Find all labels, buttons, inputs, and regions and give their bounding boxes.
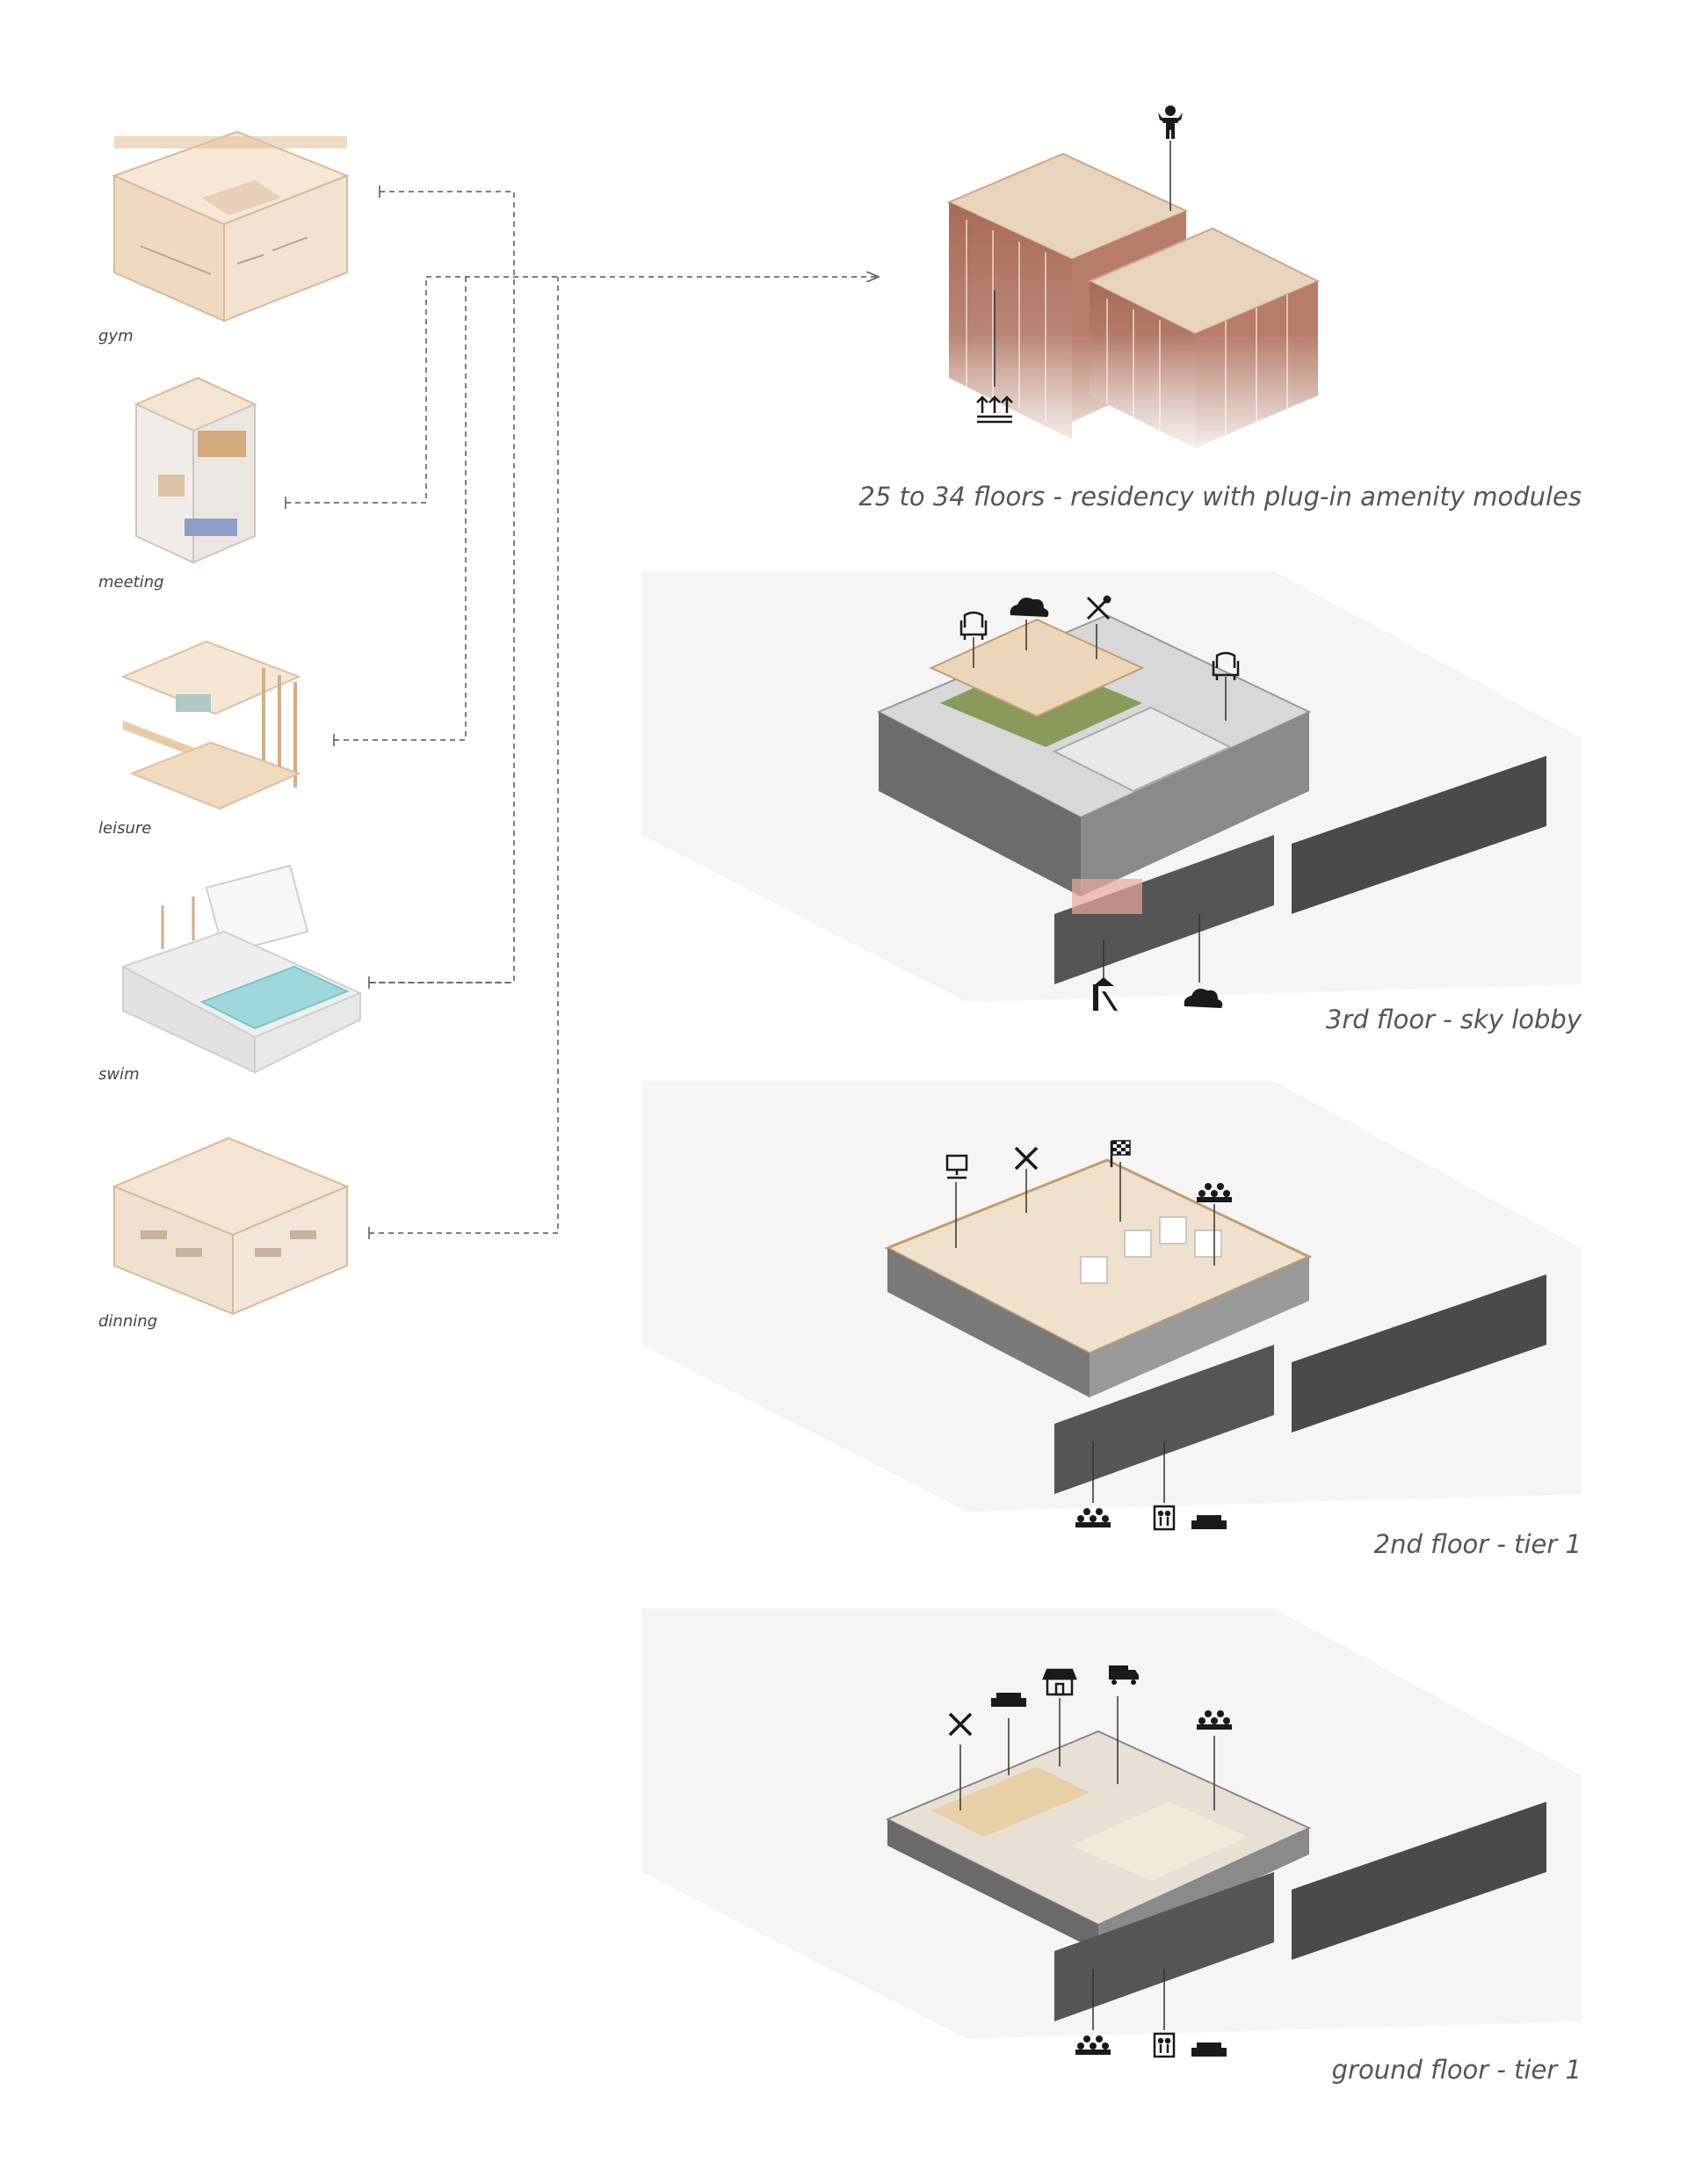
- connector-ticks: [285, 185, 380, 1239]
- elevator-icon: [1153, 2032, 1176, 2058]
- cloud-icon: [1184, 989, 1223, 1008]
- dining-utensils-icon: [1086, 595, 1111, 620]
- residency-towers-illustration: [940, 152, 1327, 466]
- checkered-flag-icon: [1110, 1140, 1131, 1167]
- ground-floor-callouts: [959, 1696, 1215, 2030]
- audience-icon: [1197, 1710, 1232, 1730]
- module-label-swim: swim: [98, 1065, 140, 1084]
- residency-callouts: [994, 141, 1171, 387]
- truck-icon: [1109, 1665, 1139, 1685]
- sky-lobby-illustration: [641, 571, 1582, 1002]
- module-label-gym: gym: [98, 327, 134, 345]
- ground-floor-illustration: [641, 1608, 1582, 2039]
- gym-module-illustration: [112, 130, 350, 323]
- dinning-module-illustration: [112, 1136, 350, 1316]
- person-icon: [1158, 105, 1183, 139]
- floor-caption-sky-lobby: 3rd floor - sky lobby: [1325, 1005, 1582, 1034]
- farm-icon: [976, 395, 1013, 424]
- leisure-module-illustration: [120, 640, 301, 810]
- floor-caption-ground-floor: ground floor - tier 1: [1331, 2055, 1582, 2085]
- meeting-module-illustration: [134, 376, 257, 564]
- connector-lines: [286, 191, 879, 1234]
- module-label-meeting: meeting: [98, 573, 164, 591]
- armchair-icon: [1212, 651, 1240, 680]
- floor-caption-second-floor: 2nd floor - tier 1: [1373, 1529, 1582, 1559]
- tools-icon: [948, 1712, 973, 1737]
- cloud-icon: [1010, 598, 1049, 617]
- tools-icon: [1014, 1146, 1039, 1171]
- second-floor-illustration: [641, 1081, 1582, 1512]
- second-floor-callouts: [955, 1162, 1215, 1503]
- shop-icon: [1042, 1668, 1077, 1696]
- swim-module-illustration: [120, 864, 363, 1074]
- audience-icon: [1075, 1508, 1111, 1527]
- computer-icon: [945, 1154, 968, 1179]
- armchair-icon: [959, 611, 988, 640]
- module-label-dinning: dinning: [98, 1312, 158, 1331]
- sofa-icon: [1191, 2043, 1227, 2057]
- sky-lobby-callouts: [973, 620, 1227, 983]
- playground-icon: [1093, 977, 1118, 1011]
- module-label-leisure: leisure: [98, 819, 152, 838]
- floor-caption-residency: 25 to 34 floors - residency with plug-in…: [858, 482, 1582, 512]
- elevator-icon: [1153, 1505, 1176, 1531]
- audience-icon: [1075, 2035, 1111, 2055]
- sofa-icon: [991, 1693, 1026, 1707]
- sofa-icon: [1191, 1515, 1227, 1529]
- audience-icon: [1197, 1183, 1232, 1202]
